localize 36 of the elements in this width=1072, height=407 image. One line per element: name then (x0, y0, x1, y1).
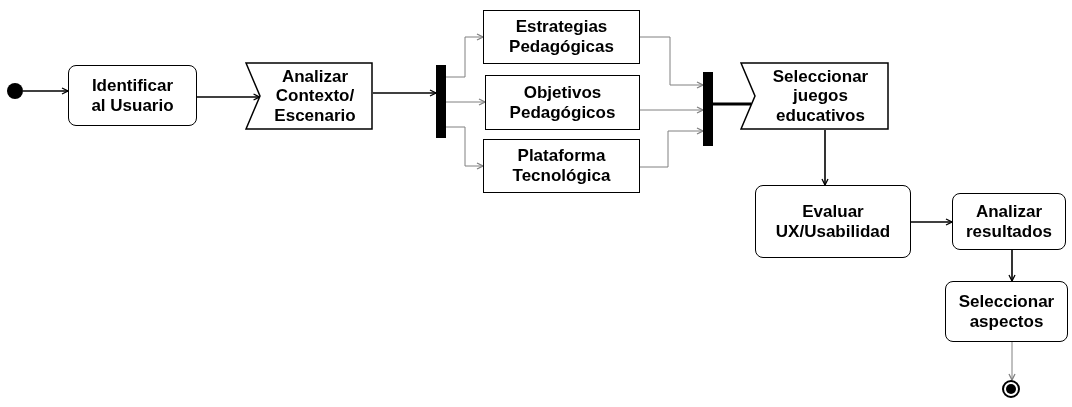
arrow (22, 87, 69, 95)
node-text: Analizar resultados (965, 201, 1053, 242)
activity-box (483, 139, 640, 193)
arrow (372, 89, 437, 97)
arrow (639, 106, 704, 114)
node-text: Identificar al Usuario (90, 75, 175, 116)
arrow (1008, 249, 1016, 282)
arrow (196, 93, 261, 101)
node-text: Seleccionar juegos educativos (771, 66, 870, 126)
final-node (1002, 380, 1020, 398)
activity-box (483, 10, 640, 64)
node-text: Objetivos Pedagógicos (508, 82, 617, 123)
arrow (445, 98, 486, 106)
connector-line (713, 102, 752, 106)
arrow (639, 127, 704, 168)
arrow (1008, 341, 1016, 381)
activity-box (945, 281, 1068, 342)
arrow (821, 129, 829, 186)
sync-bar (436, 65, 446, 138)
arrow (639, 36, 704, 89)
arrow (910, 218, 953, 226)
receive-signal-shape (740, 62, 889, 130)
receive-signal-shape (245, 62, 373, 130)
activity-box (485, 75, 640, 130)
node-text: Seleccionar aspectos (957, 291, 1056, 332)
arrow (445, 33, 484, 78)
node-text: Plataforma Tecnológica (511, 146, 612, 186)
sync-bar (703, 72, 713, 146)
activity-box (68, 65, 197, 126)
activity-box (952, 193, 1066, 250)
node-text: Analizar Contexto/ Escenario (273, 66, 357, 126)
initial-node (7, 83, 23, 99)
arrow (445, 126, 484, 170)
activity-box (755, 185, 911, 258)
node-text: Estrategias Pedagógicas (508, 17, 615, 57)
node-text: Evaluar UX/Usabilidad (774, 201, 892, 242)
